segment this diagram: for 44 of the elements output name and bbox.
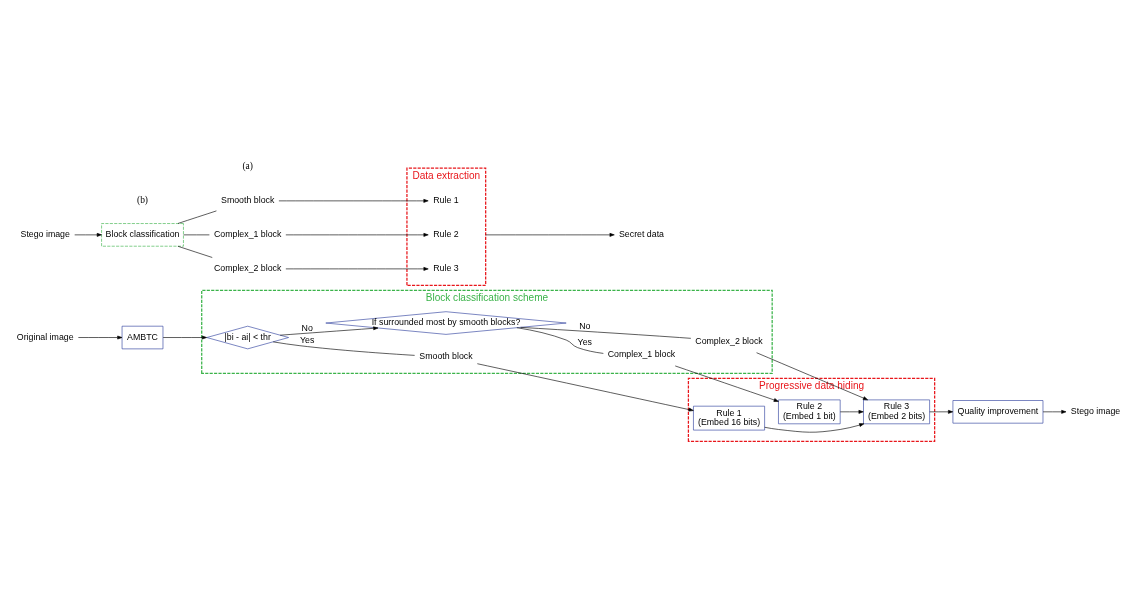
arrow <box>285 232 429 237</box>
node-box: Block classification <box>101 222 184 247</box>
node-box: AMBTC <box>121 325 164 349</box>
node-text: Complex_1 block <box>607 348 676 359</box>
label: (b) <box>137 194 149 205</box>
arrow <box>764 422 865 433</box>
node-text: Rule 2 <box>433 228 459 239</box>
node-text: Secret data <box>618 228 664 239</box>
arrow <box>78 335 123 339</box>
arrow <box>285 266 429 271</box>
node-text: Smooth block <box>419 350 473 361</box>
node-diamond: |bi - ai| < thr <box>206 325 289 349</box>
arrow <box>162 335 207 339</box>
node-text: Rule 3 <box>433 262 459 273</box>
edge-label: Yes <box>299 334 315 345</box>
node-diamond: If surrounded most by smooth blocks? <box>325 310 567 335</box>
node-text: Stego image <box>20 228 70 239</box>
arrow <box>839 409 864 414</box>
connector <box>520 326 692 339</box>
node-text: Complex_2 block <box>213 262 282 273</box>
node-text: Original image <box>16 331 74 342</box>
arrow <box>74 232 102 237</box>
node-text: Smooth block <box>221 194 275 205</box>
node-text: Complex_2 block <box>695 335 763 346</box>
arrow <box>278 198 429 203</box>
node-text: Complex_1 block <box>213 228 282 239</box>
node-box: Quality improvement <box>952 399 1044 423</box>
node-box: Rule 1 (Embed 16 bits) <box>693 405 765 430</box>
edge-label: No <box>579 320 591 331</box>
arrow <box>929 409 954 414</box>
label: (a) <box>242 160 253 171</box>
node-text: Stego image <box>1070 405 1121 416</box>
arrow <box>756 351 868 400</box>
arrow <box>485 232 615 237</box>
arrow <box>1042 409 1067 414</box>
node-text: Rule 1 <box>433 194 459 205</box>
arrow <box>477 362 694 411</box>
edge-label: Yes <box>577 336 592 347</box>
edge-label: No <box>301 322 313 333</box>
arrow <box>674 365 779 402</box>
node-box: Rule 2 (Embed 1 bit) <box>778 399 841 424</box>
node-box: Rule 3 (Embed 2 bits) <box>863 399 930 424</box>
connector <box>516 326 604 354</box>
arrow <box>279 325 379 335</box>
